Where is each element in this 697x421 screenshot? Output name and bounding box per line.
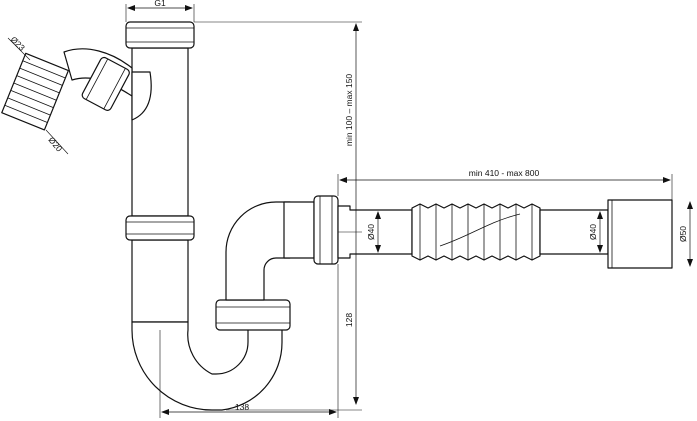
leader-d20 [45, 129, 69, 155]
label-height-range: min 100 – max 150 [344, 74, 354, 147]
dimension-g1 [125, 4, 195, 22]
label-d40-right: Ø40 [588, 224, 598, 240]
label-d23: Ø23 [9, 34, 28, 53]
label-d20: Ø20 [46, 135, 64, 154]
vertical-riser-pipe [131, 47, 189, 323]
label-128: 128 [344, 313, 354, 327]
flexible-pipe-smooth-right [539, 209, 609, 255]
u-bend [131, 321, 283, 411]
outlet-sleeve [607, 199, 673, 269]
outlet-nut [313, 195, 339, 265]
label-138: 138 [235, 402, 249, 412]
label-g1: G1 [154, 0, 166, 8]
outlet-elbow [225, 201, 315, 301]
leader-d23 [7, 37, 31, 61]
flexible-pipe-corrugated [411, 203, 541, 261]
label-d50: Ø50 [678, 226, 688, 242]
label-length-range: min 410 - max 800 [469, 168, 540, 178]
corrugated-hose-inlet [1, 52, 69, 131]
middle-nut [125, 215, 195, 241]
dimension-length-range [337, 174, 673, 200]
label-d40-left: Ø40 [366, 224, 376, 240]
top-nut [125, 21, 195, 49]
side-inlet-nut [81, 56, 130, 111]
dimension-138 [159, 264, 339, 418]
u-bend-nut [215, 299, 291, 331]
